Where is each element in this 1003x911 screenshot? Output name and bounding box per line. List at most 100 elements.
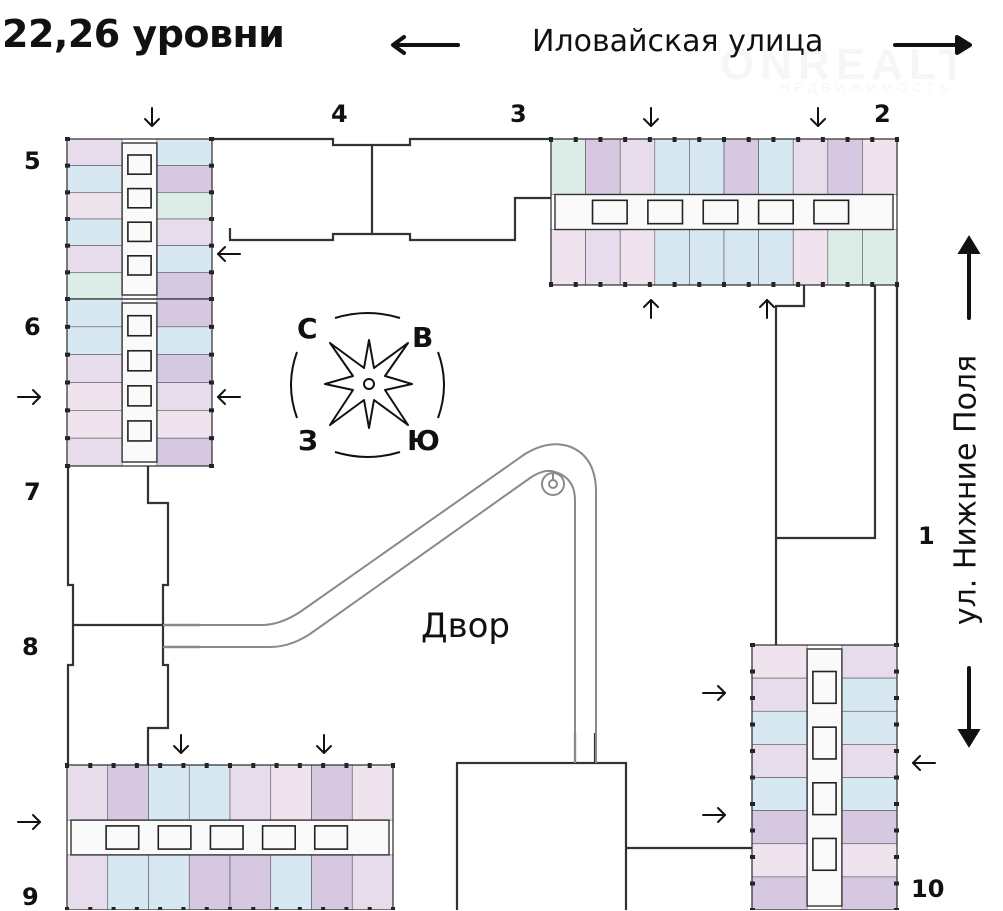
apartment-unit[interactable] xyxy=(66,410,123,439)
apartment-unit[interactable] xyxy=(156,218,213,246)
apartment-unit[interactable] xyxy=(270,764,312,821)
apartment-unit[interactable] xyxy=(156,165,213,193)
apartment-unit[interactable] xyxy=(156,298,213,328)
section-label-4[interactable]: 4 xyxy=(331,100,348,128)
apartment-unit[interactable] xyxy=(66,854,109,910)
stair-lift-core xyxy=(812,670,837,705)
apartment-unit[interactable] xyxy=(585,229,621,286)
facade-pier xyxy=(321,907,326,910)
apartment-unit[interactable] xyxy=(841,777,898,811)
apartment-unit[interactable] xyxy=(619,229,656,286)
apartment-unit[interactable] xyxy=(156,437,213,467)
apartment-unit[interactable] xyxy=(156,354,213,383)
apartment-unit[interactable] xyxy=(550,138,586,195)
apartment-unit[interactable] xyxy=(689,229,725,286)
apartment-unit[interactable] xyxy=(792,138,829,195)
apartment-unit[interactable] xyxy=(758,229,794,286)
apartment-unit[interactable] xyxy=(229,764,272,821)
apartment-unit[interactable] xyxy=(107,764,149,821)
apartment-unit[interactable] xyxy=(751,677,808,712)
apartment-unit[interactable] xyxy=(654,229,690,286)
tower-section-9[interactable] xyxy=(65,763,395,910)
apartment-unit[interactable] xyxy=(270,854,312,910)
tower-section-5[interactable] xyxy=(65,137,214,301)
apartment-unit[interactable] xyxy=(66,138,123,166)
apartment-unit[interactable] xyxy=(654,138,690,195)
apartment-unit[interactable] xyxy=(841,843,898,878)
apartment-unit[interactable] xyxy=(156,410,213,439)
section-label-8[interactable]: 8 xyxy=(22,633,39,661)
apartment-unit[interactable] xyxy=(156,192,213,220)
apartment-unit[interactable] xyxy=(862,229,898,286)
section-label-2[interactable]: 2 xyxy=(874,100,891,128)
apartment-unit[interactable] xyxy=(66,764,109,821)
stair-lift-core xyxy=(702,199,739,225)
stair-lift-core xyxy=(757,199,794,225)
apartment-unit[interactable] xyxy=(351,854,394,910)
apartment-unit[interactable] xyxy=(156,326,213,355)
apartment-unit[interactable] xyxy=(723,229,759,286)
apartment-unit[interactable] xyxy=(351,764,394,821)
section-label-10[interactable]: 10 xyxy=(911,875,945,903)
tower-section-2-3[interactable] xyxy=(549,137,899,287)
apartment-unit[interactable] xyxy=(66,165,123,193)
apartment-unit[interactable] xyxy=(841,644,898,679)
apartment-unit[interactable] xyxy=(689,138,725,195)
apartment-unit[interactable] xyxy=(550,229,586,286)
floor-levels-title: 22,26 уровни xyxy=(2,12,285,56)
section-label-6[interactable]: 6 xyxy=(24,313,41,341)
section-label-5[interactable]: 5 xyxy=(24,147,41,175)
apartment-unit[interactable] xyxy=(311,764,353,821)
section-label-3[interactable]: 3 xyxy=(510,100,527,128)
entrance-arrow-icon xyxy=(217,389,241,405)
apartment-unit[interactable] xyxy=(66,245,123,273)
apartment-unit[interactable] xyxy=(585,138,621,195)
apartment-unit[interactable] xyxy=(66,326,123,355)
section-label-1[interactable]: 1 xyxy=(918,522,935,550)
apartment-unit[interactable] xyxy=(156,272,213,300)
apartment-unit[interactable] xyxy=(156,245,213,273)
apartment-unit[interactable] xyxy=(229,854,272,910)
apartment-unit[interactable] xyxy=(188,764,231,821)
apartment-unit[interactable] xyxy=(66,218,123,246)
apartment-unit[interactable] xyxy=(148,764,190,821)
apartment-unit[interactable] xyxy=(723,138,759,195)
apartment-unit[interactable] xyxy=(841,876,898,910)
apartment-unit[interactable] xyxy=(148,854,190,910)
apartment-unit[interactable] xyxy=(751,843,808,878)
apartment-unit[interactable] xyxy=(751,710,808,745)
apartment-unit[interactable] xyxy=(751,810,808,845)
apartment-unit[interactable] xyxy=(188,854,231,910)
apartment-unit[interactable] xyxy=(841,810,898,845)
apartment-unit[interactable] xyxy=(156,382,213,411)
stair-lift-core xyxy=(127,255,152,276)
section-7-outline xyxy=(66,466,75,765)
apartment-unit[interactable] xyxy=(792,229,829,286)
apartment-unit[interactable] xyxy=(827,229,863,286)
apartment-unit[interactable] xyxy=(758,138,794,195)
apartment-unit[interactable] xyxy=(841,710,898,745)
section-4-outline xyxy=(212,137,551,147)
apartment-unit[interactable] xyxy=(66,272,123,300)
apartment-unit[interactable] xyxy=(841,744,898,778)
apartment-unit[interactable] xyxy=(619,138,656,195)
apartment-unit[interactable] xyxy=(841,677,898,712)
apartment-unit[interactable] xyxy=(751,744,808,778)
apartment-unit[interactable] xyxy=(66,382,123,411)
apartment-unit[interactable] xyxy=(66,298,123,328)
tower-section-10[interactable] xyxy=(750,643,899,910)
tower-section-6[interactable] xyxy=(65,297,214,468)
apartment-unit[interactable] xyxy=(751,876,808,910)
apartment-unit[interactable] xyxy=(107,854,149,910)
section-label-7[interactable]: 7 xyxy=(24,478,41,506)
apartment-unit[interactable] xyxy=(66,437,123,467)
apartment-unit[interactable] xyxy=(66,192,123,220)
section-label-9[interactable]: 9 xyxy=(22,883,39,911)
apartment-unit[interactable] xyxy=(827,138,863,195)
apartment-unit[interactable] xyxy=(751,777,808,811)
apartment-unit[interactable] xyxy=(862,138,898,195)
apartment-unit[interactable] xyxy=(66,354,123,383)
apartment-unit[interactable] xyxy=(751,644,808,679)
apartment-unit[interactable] xyxy=(311,854,353,910)
apartment-unit[interactable] xyxy=(156,138,213,166)
